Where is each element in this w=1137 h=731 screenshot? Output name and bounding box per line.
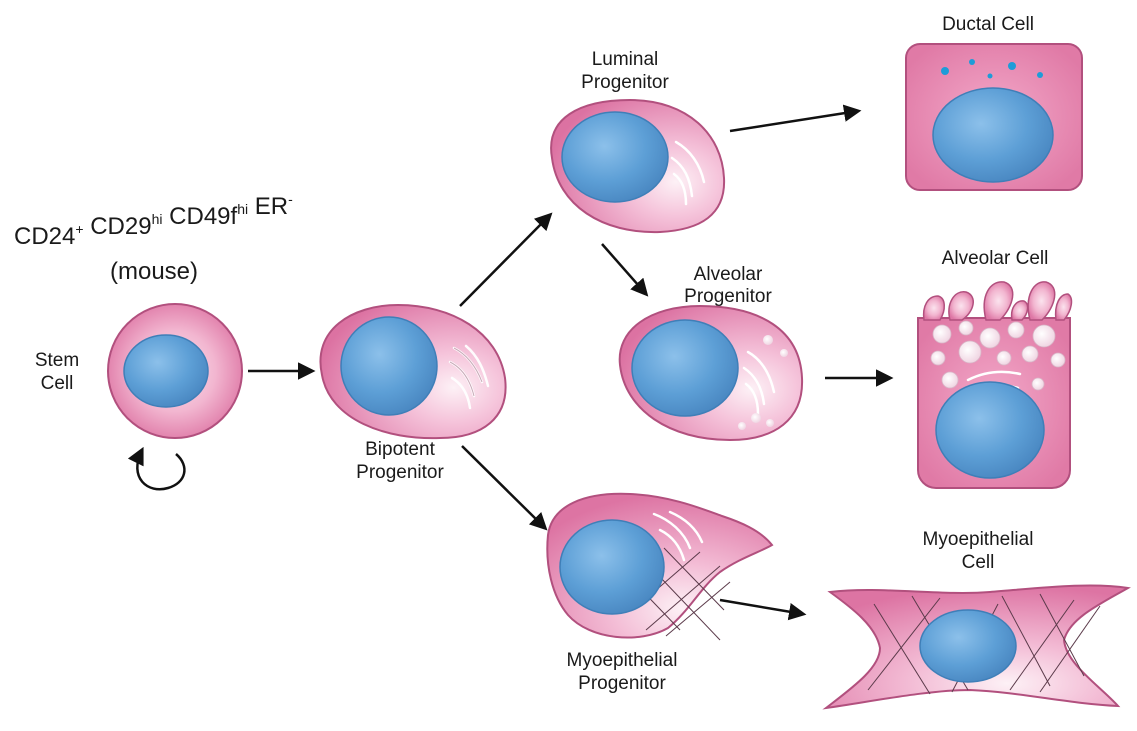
bipotent-label-1: Bipotent <box>365 439 435 460</box>
luminal-label-2: Progenitor <box>581 72 669 93</box>
arrow-luminal-to-alveolar <box>602 244 646 294</box>
alveolar-progenitor-label-1: Alveolar <box>694 264 763 285</box>
bipotent-label-2: Progenitor <box>356 462 444 483</box>
marker-0-base: CD24 <box>14 223 75 250</box>
marker-0-sup: + <box>75 221 83 237</box>
self-renewal-arrow-icon <box>137 450 184 489</box>
arrow-bipotent-to-luminal <box>460 215 550 306</box>
bipotent-progenitor-cell <box>320 305 505 438</box>
marker-3-base: ER <box>248 193 288 220</box>
luminal-label-1: Luminal <box>592 49 659 70</box>
marker-1-base: CD29 <box>84 213 152 240</box>
myo-cell-label-2: Cell <box>962 552 995 573</box>
ductal-cell <box>906 44 1082 190</box>
alveolar-progenitor-label-2: Progenitor <box>684 286 772 307</box>
alveolar-cell-label: Alveolar Cell <box>942 248 1049 269</box>
luminal-progenitor-cell <box>551 100 724 232</box>
arrow-luminal-to-ductal <box>730 111 858 131</box>
marker-phenotype: CD24+ CD29hi CD49fhi ER- <box>14 191 293 250</box>
myo-progenitor-label-1: Myoepithelial <box>567 650 678 671</box>
stem-cell-label-2: Cell <box>41 373 74 394</box>
marker-3-sup: - <box>288 191 293 207</box>
ductal-cell-label: Ductal Cell <box>942 14 1034 35</box>
marker-2-sup: hi <box>237 201 248 217</box>
marker-2-base: CD49f <box>162 203 237 230</box>
arrow-myo-prog-to-myo-cell <box>720 600 803 614</box>
myo-cell-label-1: Myoepithelial <box>923 529 1034 550</box>
marker-1-sup: hi <box>152 211 163 227</box>
alveolar-cell <box>918 282 1071 488</box>
stem-cell <box>108 304 242 438</box>
myo-progenitor-label-2: Progenitor <box>578 673 666 694</box>
alveolar-progenitor-cell <box>620 306 802 440</box>
myoepithelial-progenitor-cell <box>547 494 772 640</box>
marker-species: (mouse) <box>110 258 198 285</box>
arrow-bipotent-to-myoepithelial <box>462 446 545 528</box>
myoepithelial-cell <box>826 585 1128 708</box>
stem-cell-label-1: Stem <box>35 350 79 371</box>
secretory-bleb-icon <box>924 282 1072 320</box>
